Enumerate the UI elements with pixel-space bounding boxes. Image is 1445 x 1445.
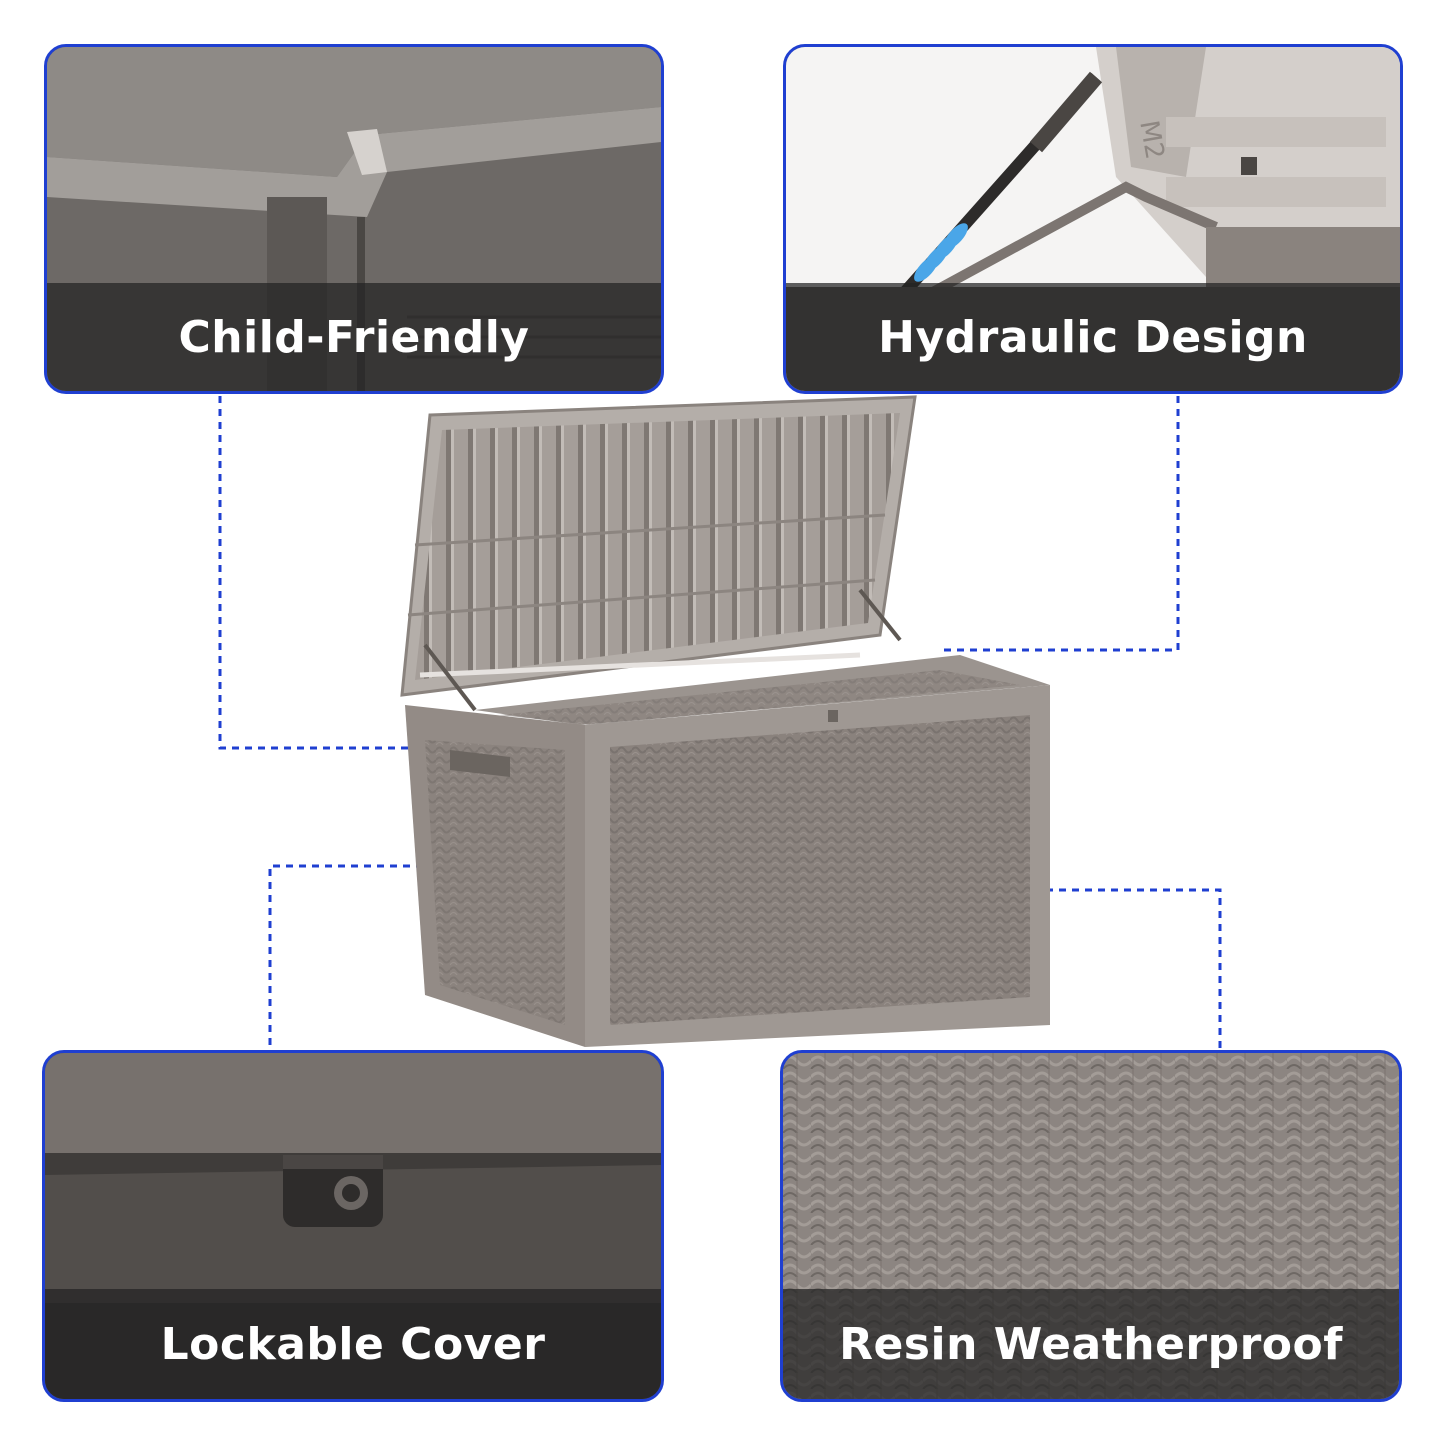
box-body	[405, 685, 1050, 1047]
feature-label: Lockable Cover	[160, 1318, 546, 1370]
caption-band: Child-Friendly	[47, 283, 661, 391]
feature-panel-lockable-cover: Lockable Cover	[42, 1050, 664, 1402]
feature-panel-child-friendly: Child-Friendly	[44, 44, 664, 394]
caption-band: Lockable Cover	[45, 1289, 661, 1399]
lid-marking: M2	[1133, 118, 1169, 162]
storage-box-illustration	[400, 395, 1050, 1047]
feature-panel-hydraulic-design: M2 Hydraulic Design	[783, 44, 1403, 394]
lock-tab	[283, 1155, 383, 1227]
open-lid	[400, 395, 917, 697]
caption-band: Resin Weatherproof	[783, 1289, 1399, 1399]
feature-label: Hydraulic Design	[878, 311, 1308, 363]
feature-label: Resin Weatherproof	[839, 1318, 1343, 1370]
feature-label: Child-Friendly	[178, 311, 530, 363]
feature-panel-resin-weatherproof: Resin Weatherproof	[780, 1050, 1402, 1402]
hydraulic-struts	[423, 588, 902, 712]
strut-spring	[914, 223, 968, 282]
caption-band: Hydraulic Design	[786, 283, 1400, 391]
